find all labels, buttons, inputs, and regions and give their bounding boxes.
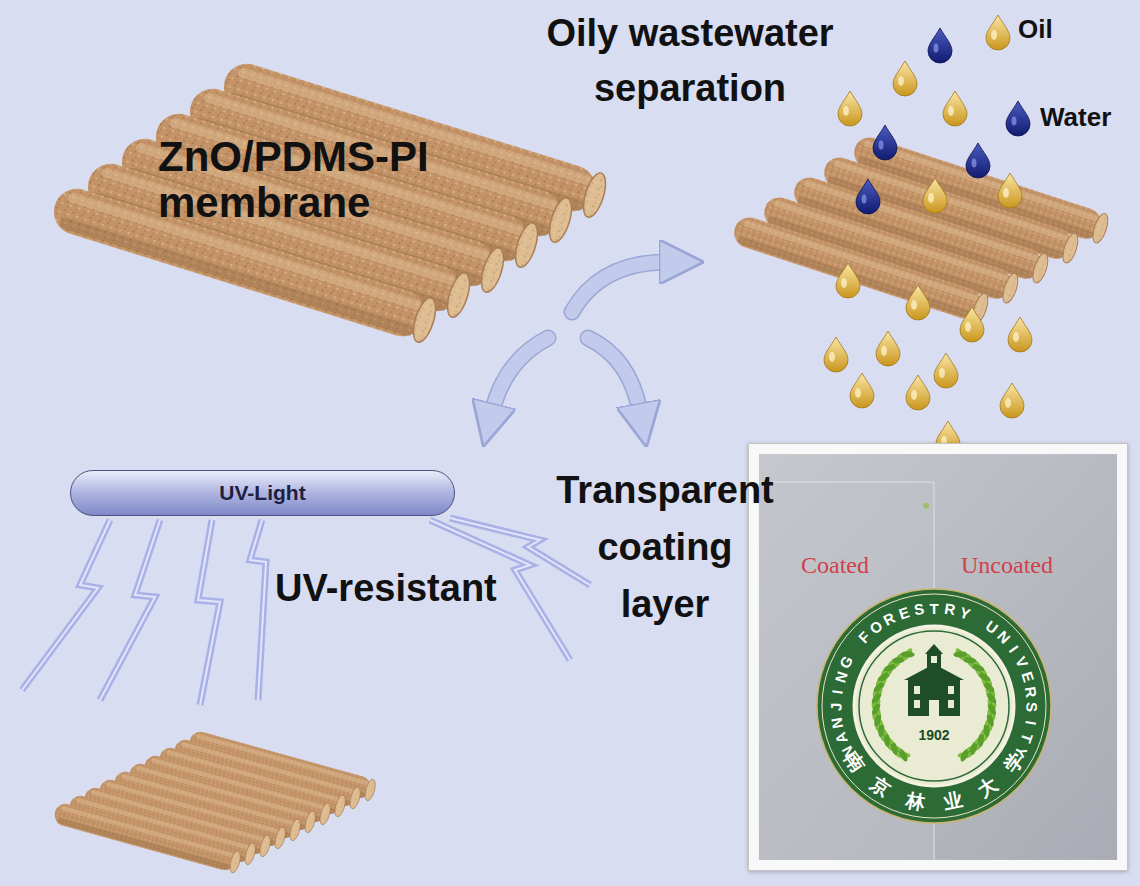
arc-letter: R — [881, 610, 898, 628]
founding-year: 1902 — [816, 727, 1052, 743]
arc-letter: R — [1023, 685, 1039, 698]
droplets-above — [838, 28, 1022, 214]
arc-letter: E — [896, 604, 910, 621]
arc-letter: A — [832, 730, 850, 745]
uncoated-label: Uncoated — [961, 552, 1053, 579]
logo-arc-english: NANJING FORESTRY UNIVERSITY — [816, 588, 1052, 824]
arc-letter: J — [828, 703, 843, 712]
uv-light-tube: UV-Light — [70, 470, 455, 516]
university-logo: NANJING FORESTRY UNIVERSITY1902南京林业大学 — [816, 588, 1052, 824]
legend-oil: Oil — [1018, 14, 1053, 45]
arc-letter: S — [1024, 702, 1039, 712]
logo-emblem — [816, 588, 1052, 824]
cycle-arrows — [492, 262, 668, 412]
photo-frame: CoatedUncoatedNANJING FORESTRY UNIVERSIT… — [748, 443, 1128, 871]
arc-letter: O — [867, 618, 885, 637]
logo-arc-chinese: 南京林业大学 — [816, 588, 1052, 824]
separation-heading: Oily wastewater separation — [525, 6, 855, 116]
arc-letter: I — [829, 689, 844, 695]
tube-text: UV-Light — [219, 481, 305, 505]
arc-letter: 业 — [941, 790, 963, 812]
arc-letter — [974, 611, 985, 626]
coated-label: Coated — [801, 552, 869, 579]
arc-letter: R — [943, 601, 956, 618]
membrane-fibers — [48, 58, 610, 345]
coating-heading: Transparent coating layer — [550, 462, 780, 633]
arc-letter: T — [1018, 731, 1035, 745]
arc-letter: N — [832, 669, 850, 684]
droplets-below — [824, 263, 1032, 456]
arc-letter: F — [856, 629, 873, 646]
fiber-mat — [52, 729, 377, 874]
arc-letter: 大 — [974, 774, 1000, 800]
legend-water: Water — [1040, 102, 1111, 133]
arc-letter: Y — [957, 604, 971, 621]
arc-letter: E — [1019, 670, 1036, 684]
membrane-title: ZnO/PDMS-PI membrane — [158, 134, 498, 226]
uv-rays — [22, 518, 590, 705]
separation-fibers — [730, 133, 1111, 324]
arc-letter: I — [1023, 719, 1038, 726]
arc-letter: S — [912, 601, 924, 617]
arc-letter: T — [929, 601, 938, 616]
arc-letter — [847, 643, 862, 655]
arc-letter: 学 — [1000, 748, 1026, 774]
uv-resistant-label: UV-resistant — [271, 566, 501, 612]
arc-letter: G — [837, 654, 856, 671]
arc-letter: V — [1013, 654, 1031, 670]
arc-letter: 南 — [841, 748, 867, 774]
arc-letter: N — [995, 628, 1013, 646]
arc-letter: 林 — [904, 790, 926, 812]
arc-letter: I — [1006, 643, 1021, 655]
arc-letter: N — [829, 716, 846, 729]
arc-letter: 京 — [868, 774, 894, 800]
